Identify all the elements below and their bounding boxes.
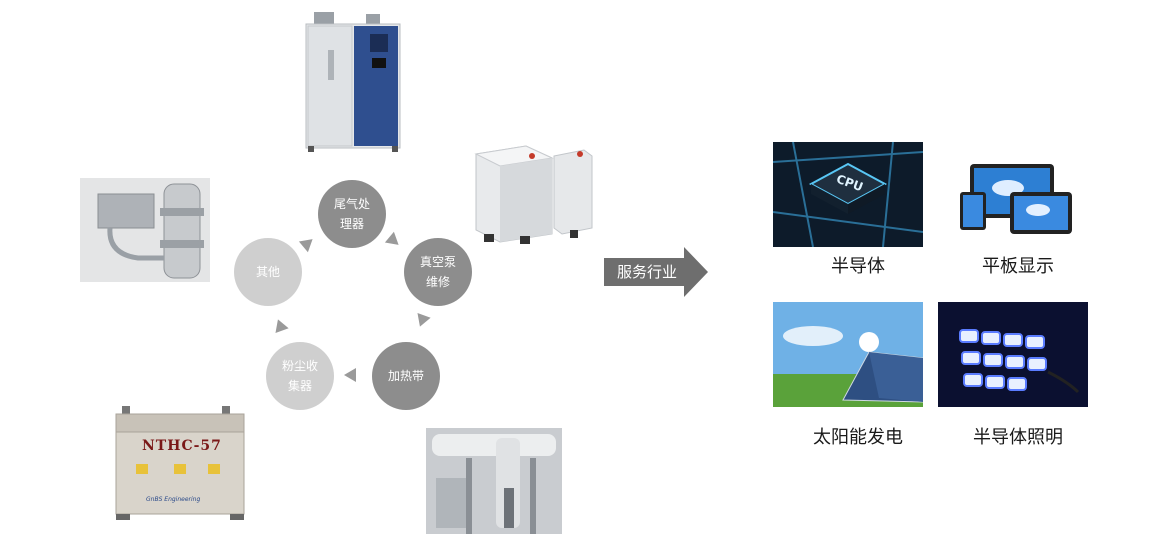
- industry-label-semiconductor-lighting: 半导体照明: [973, 427, 1063, 448]
- cycle-node-vacuum-pump-repair: 真空泵 维修: [404, 238, 472, 306]
- dust-collector-image: NTHC-57 GnBS Engineering: [112, 404, 250, 522]
- exhaust-treatment-cabinet-image: [304, 10, 402, 152]
- cycle-node-label: 真空泵 维修: [419, 255, 456, 289]
- cycle-node-label: 其他: [255, 265, 280, 279]
- industry-label-solar-power: 太阳能发电: [813, 427, 903, 448]
- cycle-node-label: 加热带: [387, 369, 424, 383]
- cycle-arrow: [298, 233, 318, 253]
- service-industry-arrow: [604, 247, 708, 297]
- cycle-node-label: 粉尘收 集器: [281, 359, 318, 393]
- dust-collector-model-label: NTHC-57: [142, 438, 222, 454]
- cycle-arrow: [413, 312, 431, 330]
- dust-collector-brand-label: GnBS Engineering: [146, 496, 201, 503]
- service-industry-label: 服务行业: [616, 263, 677, 281]
- vacuum-pump-image: [470, 142, 594, 246]
- industry-label-flat-panel-display: 平板显示: [982, 256, 1054, 277]
- semiconductor-image: CPU: [773, 142, 923, 247]
- industry-label-semiconductor: 半导体: [831, 256, 885, 277]
- cycle-node-exhaust-treatment: 尾气处 理器: [318, 180, 386, 248]
- cycle-arrow: [344, 368, 356, 382]
- cycle-node-heating-band: 加热带: [372, 342, 440, 410]
- cycle-node-dust-collector: 粉尘收 集器: [266, 342, 334, 410]
- other-device-image: [80, 178, 210, 282]
- cycle-arrow: [271, 316, 289, 334]
- semiconductor-lighting-image: [938, 302, 1088, 407]
- heating-band-image: [426, 428, 562, 534]
- solar-power-image: [773, 302, 923, 407]
- cycle-arrow: [384, 231, 404, 251]
- flat-panel-display-image: [938, 142, 1088, 247]
- cycle-node-other: 其他: [234, 238, 302, 306]
- cycle-node-label: 尾气处 理器: [333, 197, 370, 231]
